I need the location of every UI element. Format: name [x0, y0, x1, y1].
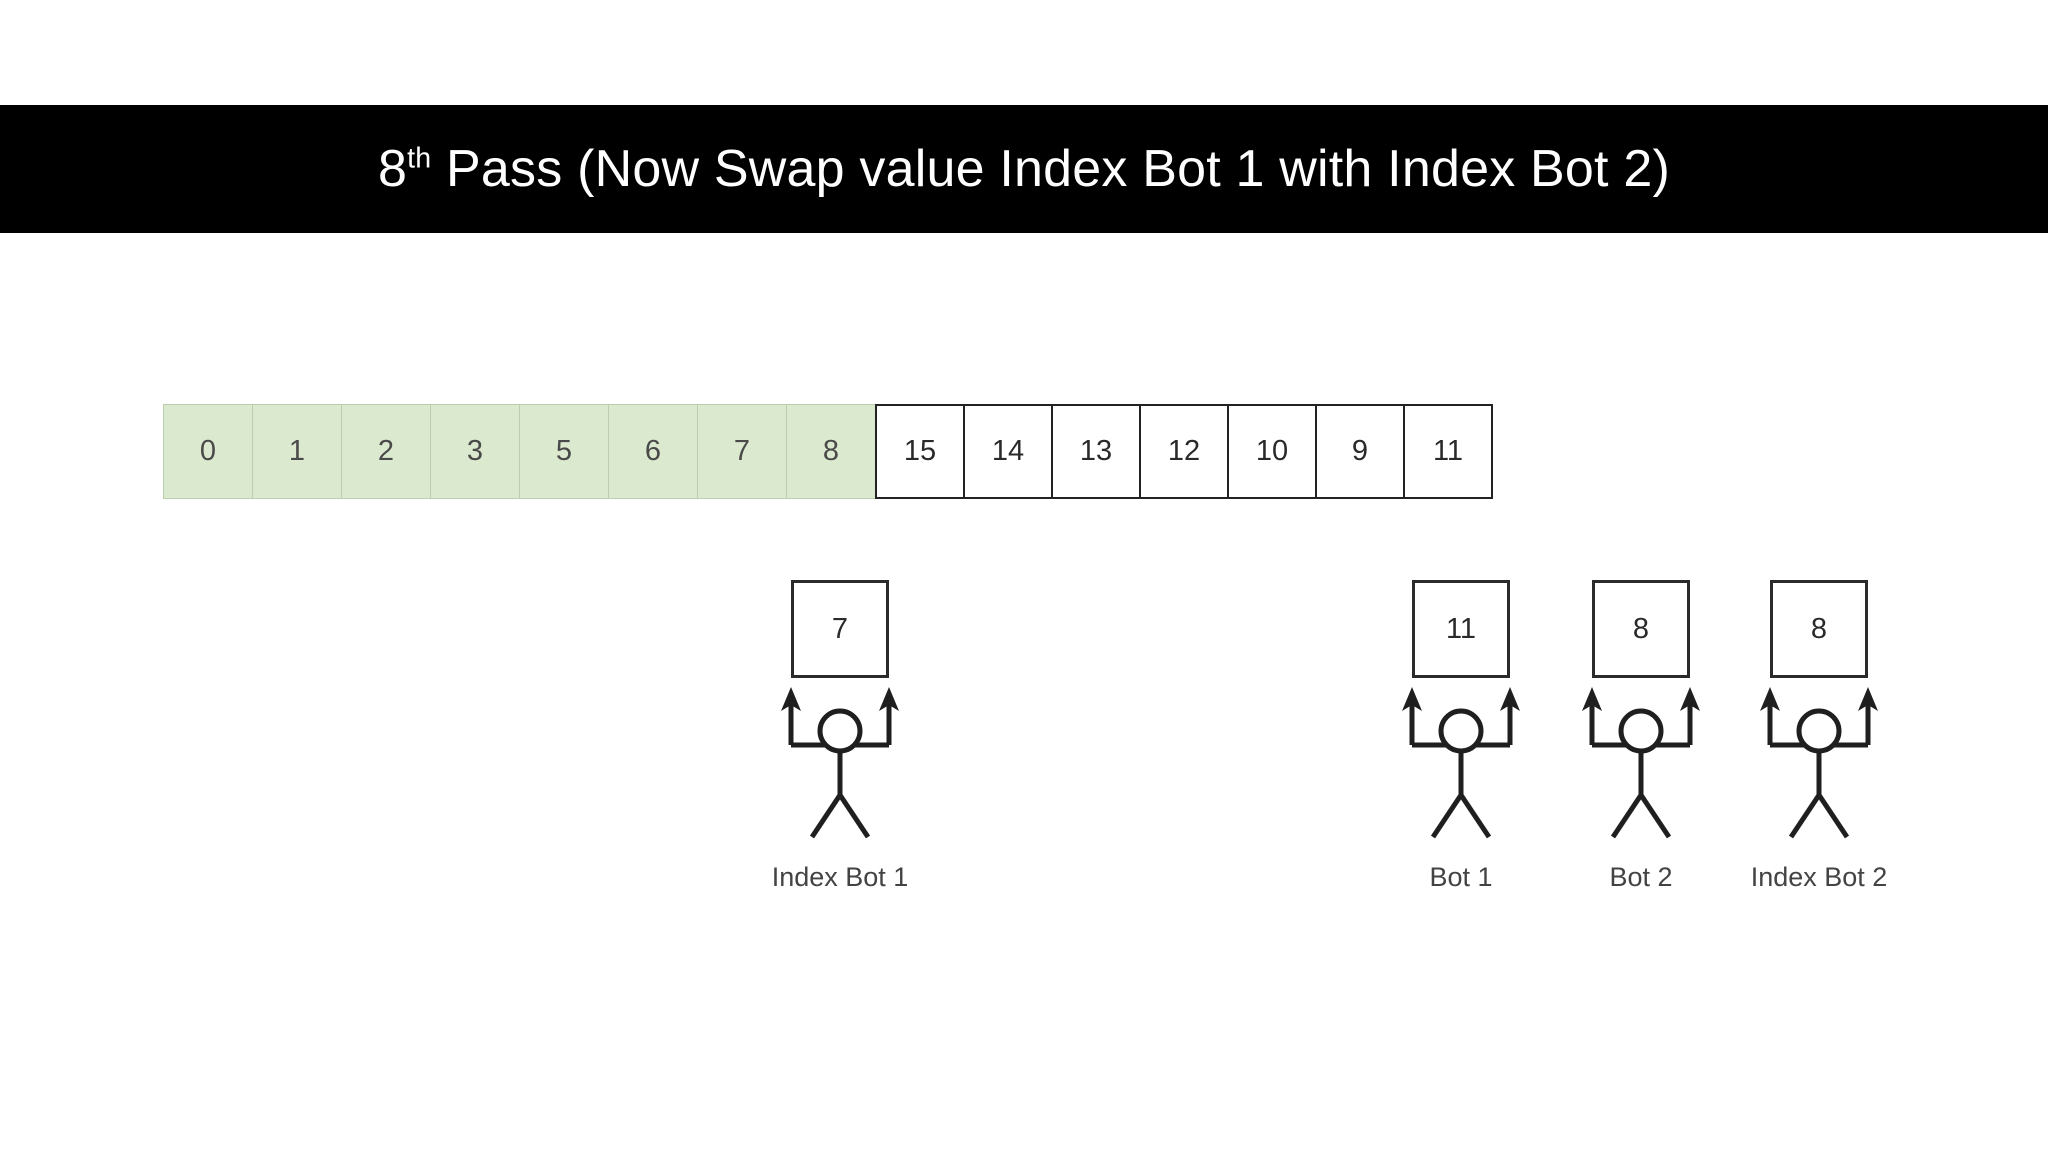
bot-label: Index Bot 1: [771, 862, 909, 892]
title-rest: Pass (Now Swap value Index Bot 1 with In…: [431, 140, 1670, 198]
array-cell: 15: [875, 404, 965, 499]
stick-figure-icon: [1582, 687, 1700, 839]
array-cell: 3: [430, 404, 520, 499]
array-cell: 1: [252, 404, 342, 499]
bot-held-value-box: 8: [1770, 580, 1868, 678]
arrow-head-left-icon: [781, 687, 801, 711]
head-icon: [1438, 708, 1484, 754]
arrow-head-right-icon: [1858, 687, 1878, 711]
array-cell: 13: [1051, 404, 1141, 499]
array-cell: 14: [963, 404, 1053, 499]
bot-label: Bot 2: [1609, 862, 1673, 892]
array-cell: 8: [786, 404, 876, 499]
stick-figure-icon: [1760, 687, 1878, 839]
arrow-head-right-icon: [879, 687, 899, 711]
title-prefix: 8: [378, 140, 408, 198]
arrow-head-left-icon: [1402, 687, 1422, 711]
bot-label: Index Bot 2: [1750, 862, 1888, 892]
bot-label: Bot 1: [1429, 862, 1493, 892]
array-cell: 9: [1315, 404, 1405, 499]
arrow-head-right-icon: [1500, 687, 1520, 711]
stick-figure-icon: [781, 687, 899, 839]
stick-figure-icon: [1402, 687, 1520, 839]
array-cell: 7: [697, 404, 787, 499]
arrow-head-left-icon: [1582, 687, 1602, 711]
array-cell: 6: [608, 404, 698, 499]
head-icon: [1796, 708, 1842, 754]
array-cell: 10: [1227, 404, 1317, 499]
array-cell: 5: [519, 404, 609, 499]
head-icon: [1618, 708, 1664, 754]
title-superscript: th: [407, 142, 432, 175]
array-cell: 11: [1403, 404, 1493, 499]
title-banner: 8th Pass (Now Swap value Index Bot 1 wit…: [0, 105, 2048, 233]
head-icon: [817, 708, 863, 754]
array-cell: 2: [341, 404, 431, 499]
array-cell: 0: [163, 404, 253, 499]
bot-held-value-box: 8: [1592, 580, 1690, 678]
bot-held-value-box: 7: [791, 580, 889, 678]
arrow-head-right-icon: [1680, 687, 1700, 711]
arrow-head-left-icon: [1760, 687, 1780, 711]
page-title: 8th Pass (Now Swap value Index Bot 1 wit…: [378, 143, 1670, 195]
bot-held-value-box: 11: [1412, 580, 1510, 678]
array-cell: 12: [1139, 404, 1229, 499]
